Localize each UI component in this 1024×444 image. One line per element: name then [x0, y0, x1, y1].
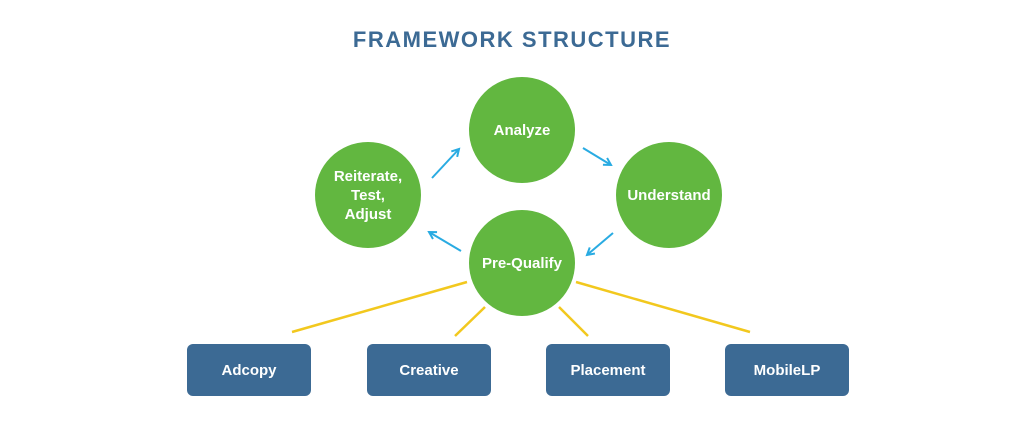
- box-placement: Placement: [546, 344, 670, 396]
- node-pre-qualify-label: Pre-Qualify: [481, 254, 563, 272]
- node-understand: Understand: [616, 142, 722, 248]
- connector-creative: [454, 306, 486, 337]
- box-mobilelp-label: MobileLP: [753, 361, 821, 379]
- node-understand-label: Understand: [627, 186, 711, 204]
- connector-adcopy: [291, 280, 468, 334]
- box-creative: Creative: [367, 344, 491, 396]
- diagram-title: FRAMEWORK STRUCTURE: [352, 27, 672, 52]
- box-creative-label: Creative: [399, 361, 459, 379]
- node-reiterate: Reiterate, Test, Adjust: [315, 142, 421, 248]
- box-placement-label: Placement: [570, 361, 646, 379]
- arrow-reiterate-to-analyze: [431, 149, 459, 179]
- node-pre-qualify: Pre-Qualify: [469, 210, 575, 316]
- box-mobilelp: MobileLP: [725, 344, 849, 396]
- arrow-prequalify-to-reiterate: [429, 232, 462, 252]
- arrow-analyze-to-understand: [582, 147, 611, 165]
- node-analyze: Analyze: [469, 77, 575, 183]
- box-adcopy: Adcopy: [187, 344, 311, 396]
- connector-mobilelp: [575, 280, 751, 334]
- box-adcopy-label: Adcopy: [221, 361, 277, 379]
- arrow-understand-to-prequalify: [587, 232, 614, 255]
- node-reiterate-label: Reiterate, Test, Adjust: [333, 167, 403, 223]
- connector-placement: [558, 306, 589, 337]
- node-analyze-label: Analyze: [493, 121, 551, 139]
